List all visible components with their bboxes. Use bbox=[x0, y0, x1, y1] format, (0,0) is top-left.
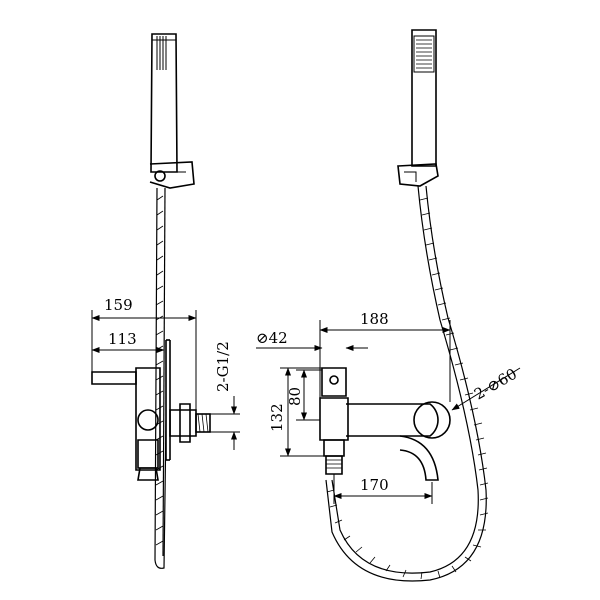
dim-cover-60-label: 2-⊘60 bbox=[471, 365, 520, 404]
dimension-cover-60: 2-⊘60 bbox=[451, 365, 521, 411]
hand-shower-front bbox=[397, 29, 439, 187]
dimension-thread: 2-G1/2 bbox=[214, 341, 237, 450]
hand-shower-side bbox=[149, 33, 195, 189]
dim-170-label: 170 bbox=[360, 476, 389, 494]
dim-132-label: 132 bbox=[268, 403, 286, 432]
dimension-80: 80 bbox=[286, 369, 322, 421]
dim-188-label: 188 bbox=[360, 310, 389, 328]
dim-113-label: 113 bbox=[108, 330, 137, 348]
dim-80-label: 80 bbox=[286, 387, 304, 406]
dimension-113: 113 bbox=[91, 330, 165, 353]
front-view: 188 ⊘42 132 80 170 bbox=[256, 29, 521, 582]
side-view: 159 113 2-G1/2 bbox=[91, 33, 240, 569]
dimension-square-42: ⊘42 bbox=[256, 329, 368, 351]
hose-front bbox=[325, 185, 489, 582]
dimension-159: 159 bbox=[91, 296, 197, 410]
dimension-170: 170 bbox=[333, 474, 433, 504]
thread-label: 2-G1/2 bbox=[214, 341, 232, 392]
wall-plate-side bbox=[165, 339, 171, 461]
dimension-132: 132 bbox=[268, 367, 324, 457]
dim-159-label: 159 bbox=[104, 296, 133, 314]
dim-square-42-label: ⊘42 bbox=[256, 329, 288, 347]
dimension-188: 188 bbox=[319, 310, 451, 402]
mixer-front bbox=[319, 367, 451, 481]
